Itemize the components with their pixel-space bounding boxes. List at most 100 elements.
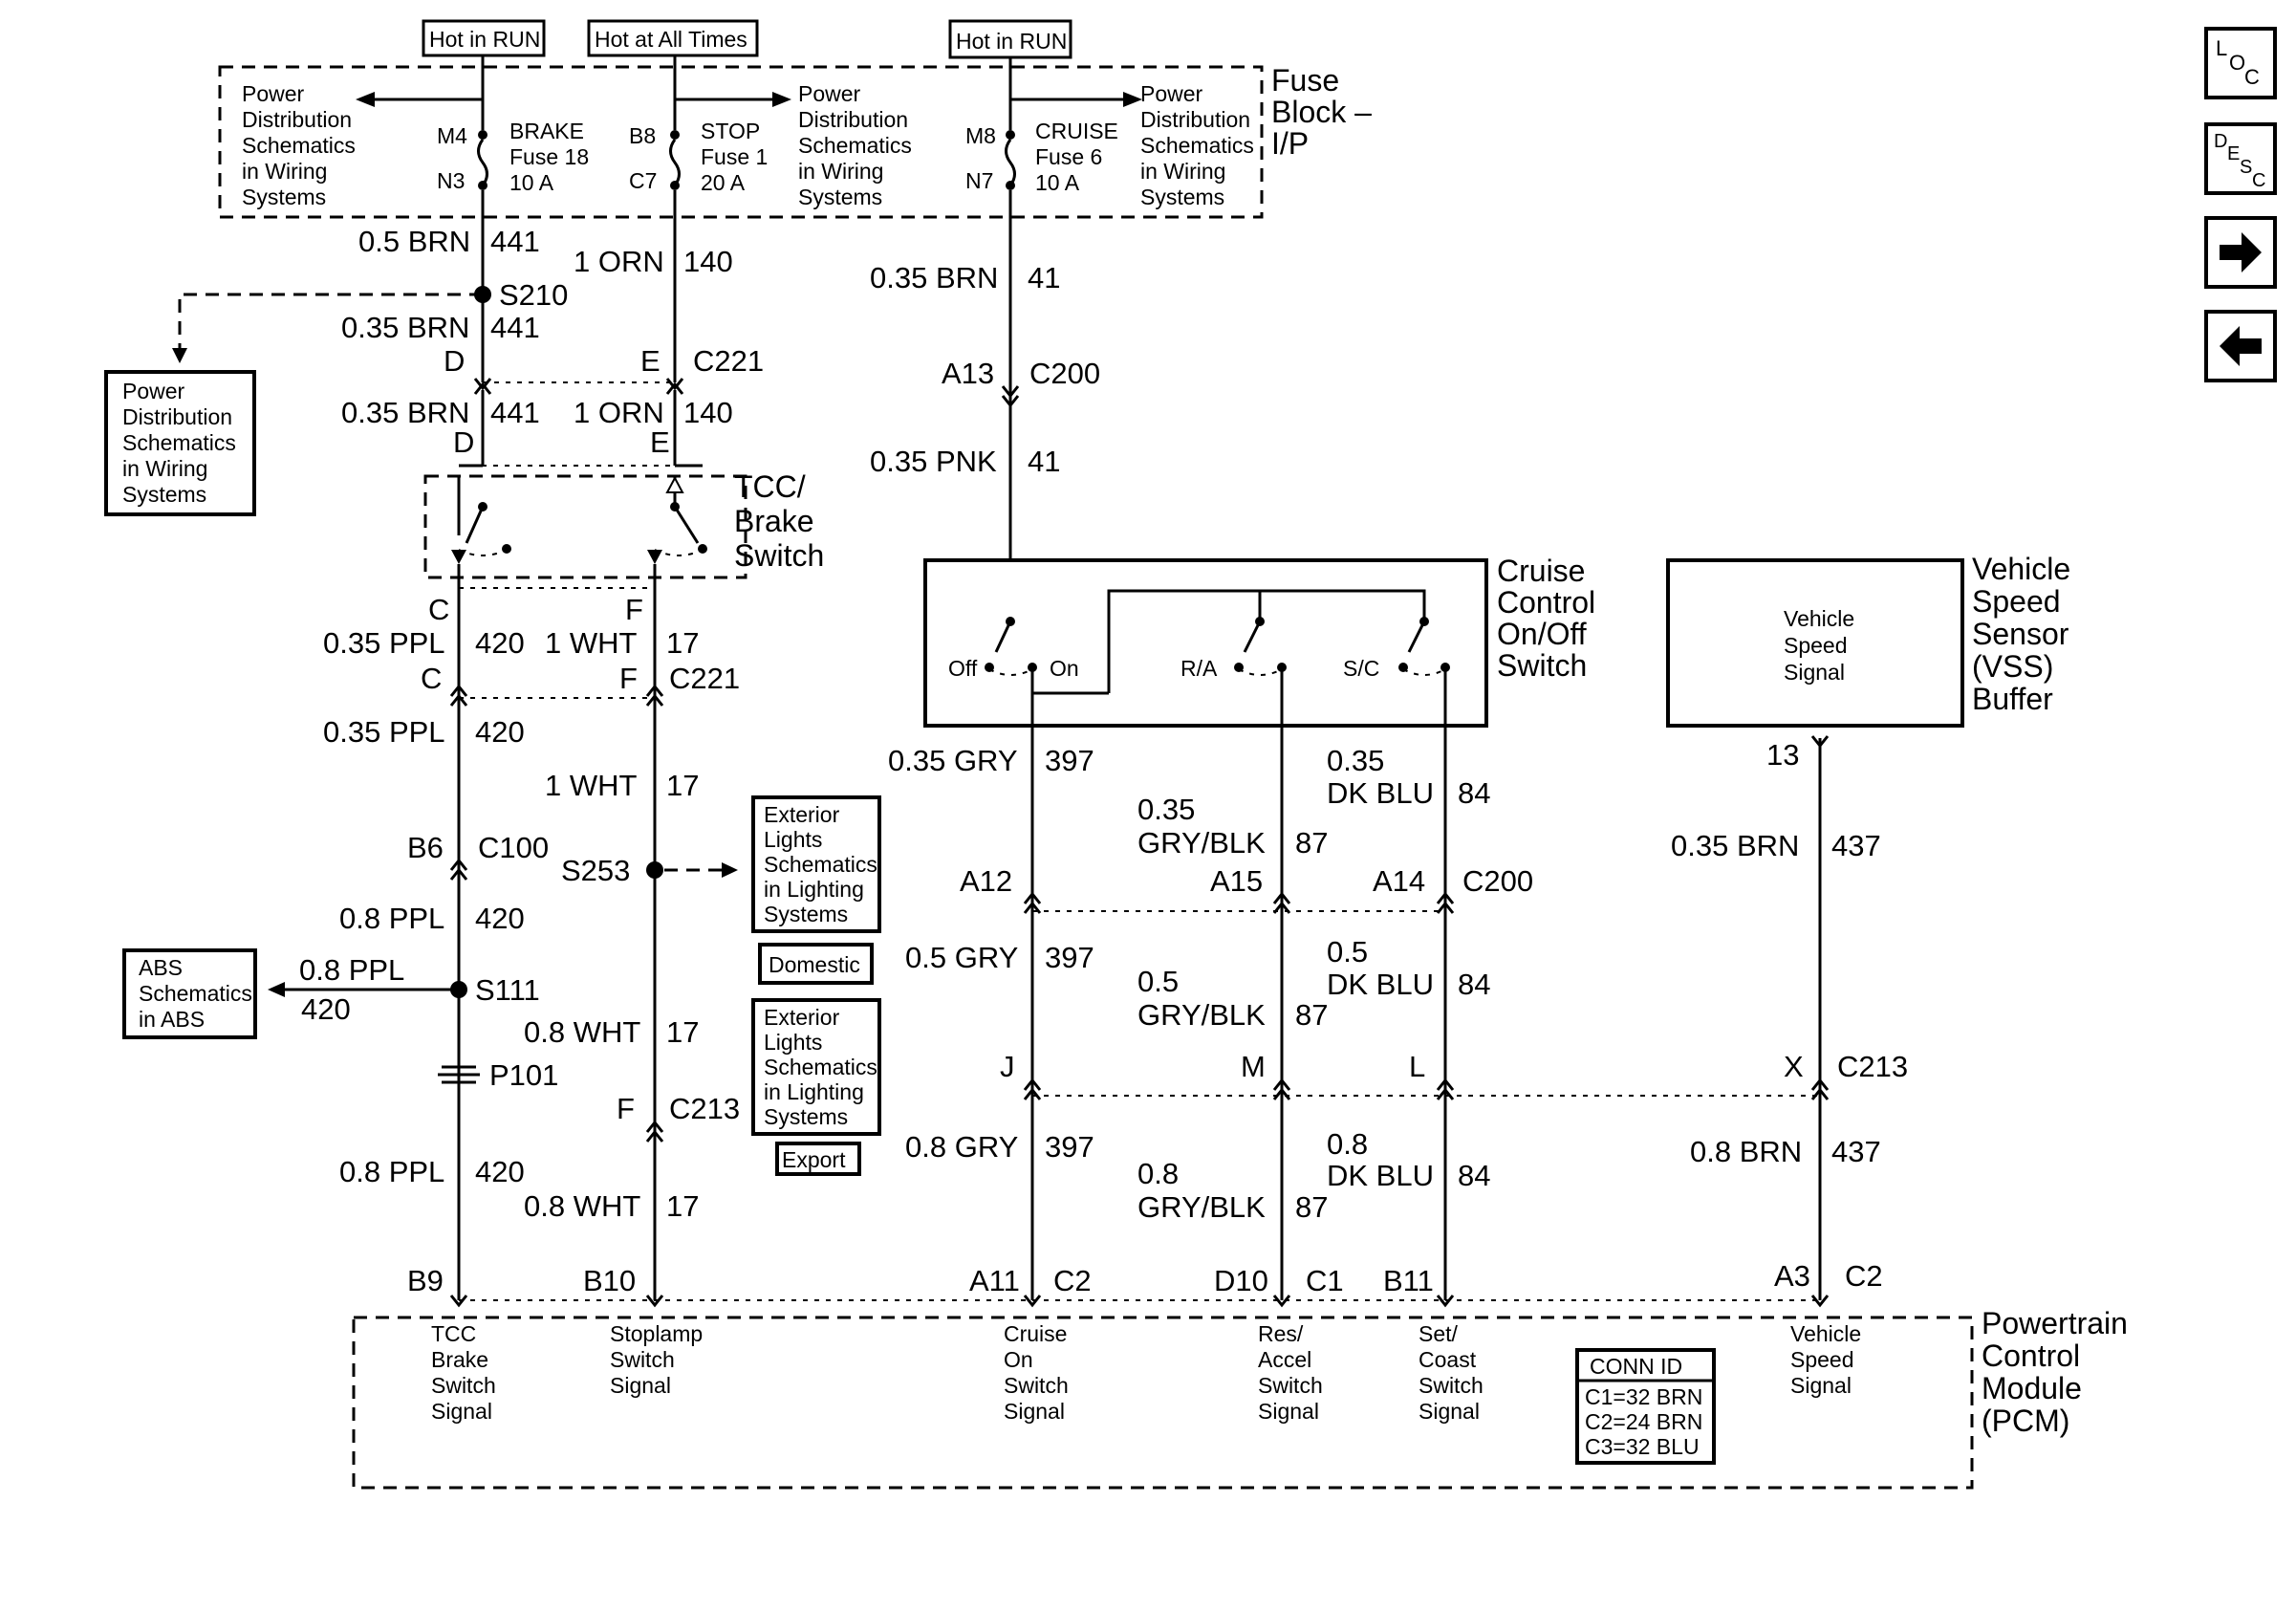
wire-circuit: 87 bbox=[1295, 1190, 1328, 1224]
conn-id-table: CONN ID C1=32 BRN C2=24 BRN C3=32 BLU bbox=[1575, 1348, 1716, 1465]
pin-label: X bbox=[1784, 1050, 1804, 1083]
export-label: Export bbox=[775, 1142, 861, 1176]
fuse-name: 10 A bbox=[509, 170, 554, 195]
hot-label-text: Hot in RUN bbox=[429, 27, 540, 52]
ground-p101: P101 bbox=[438, 1058, 558, 1092]
wire-circuit: 437 bbox=[1831, 829, 1881, 862]
fuse-name: BRAKE bbox=[509, 119, 584, 143]
next-arrow-button[interactable] bbox=[2204, 216, 2277, 289]
signal-line: Stoplamp bbox=[610, 1321, 703, 1346]
wire-color: 0.35 GRY bbox=[888, 744, 1018, 777]
fuse-name: 20 A bbox=[701, 170, 746, 195]
fuse-pds-ref-2[interactable]: Power Distribution Schematics in Wiring … bbox=[798, 81, 912, 209]
connector-label: C221 bbox=[693, 344, 764, 378]
vss-signal-line: Signal bbox=[1784, 660, 1845, 685]
pds-ref-box[interactable]: Power Distribution Schematics in Wiring … bbox=[104, 370, 256, 516]
fuse-pds-ref-1[interactable]: Power Distribution Schematics in Wiring … bbox=[242, 81, 356, 209]
wire-color: 1 ORN bbox=[574, 245, 664, 278]
splice-label: P101 bbox=[489, 1058, 558, 1092]
desc-button[interactable]: D E S C bbox=[2204, 122, 2277, 195]
wire-circuit: 87 bbox=[1295, 826, 1328, 860]
wire-color: 0.8 bbox=[1327, 1127, 1368, 1161]
loc-button[interactable]: L O C bbox=[2204, 27, 2277, 99]
pcm-signal-res-accel: Res/ Accel Switch Signal bbox=[1258, 1321, 1323, 1424]
abs-ref-box[interactable]: ABS Schematics in ABS bbox=[122, 948, 257, 1039]
nav-letter: S bbox=[2240, 157, 2252, 178]
ext-lights-ref-export[interactable]: Exterior Lights Schematics in Lighting S… bbox=[751, 998, 881, 1136]
connector-label: C2 bbox=[1053, 1264, 1092, 1297]
pin-label: L bbox=[1409, 1050, 1425, 1083]
wire-color: 0.35 bbox=[1137, 793, 1195, 826]
wire-circuit: 441 bbox=[490, 225, 540, 258]
connector-label: C213 bbox=[1837, 1050, 1908, 1083]
ref-line: Exterior bbox=[764, 1005, 840, 1030]
fuse-pin: B8 bbox=[629, 123, 656, 148]
pin-label: D10 bbox=[1214, 1264, 1268, 1297]
splice-label: S111 bbox=[475, 973, 540, 1007]
ref-line: Distribution bbox=[242, 107, 352, 132]
fuse-pds-ref-3[interactable]: Power Distribution Schematics in Wiring … bbox=[1140, 81, 1254, 209]
signal-line: Coast bbox=[1419, 1347, 1477, 1372]
pin-label: A12 bbox=[960, 864, 1012, 898]
fuse-stop: B8 C7 STOP Fuse 1 20 A bbox=[629, 119, 768, 195]
switch-position: Off bbox=[948, 656, 978, 681]
ref-line: Power bbox=[1140, 81, 1203, 106]
pin-label: B9 bbox=[407, 1264, 444, 1297]
wire-color: 0.8 PPL bbox=[299, 953, 404, 987]
ref-line: in Lighting bbox=[764, 877, 864, 902]
pcm-signal-vss: Vehicle Speed Signal bbox=[1790, 1321, 1861, 1398]
wire-color: 0.35 BRN bbox=[1671, 829, 1799, 862]
ref-line: in ABS bbox=[139, 1007, 205, 1032]
pin-label: A14 bbox=[1373, 864, 1425, 898]
component-title: Speed bbox=[1972, 584, 2061, 619]
wire-circuit: 441 bbox=[490, 396, 540, 429]
connector-label: C2 bbox=[1845, 1259, 1883, 1293]
ref-line: Distribution bbox=[1140, 107, 1250, 132]
wire-color: GRY/BLK bbox=[1137, 998, 1266, 1032]
signal-line: Set/ bbox=[1419, 1321, 1459, 1346]
ext-lights-ref-domestic[interactable]: Exterior Lights Schematics in Lighting S… bbox=[751, 795, 881, 933]
wire-circuit: 441 bbox=[490, 311, 540, 344]
wire-color: GRY/BLK bbox=[1137, 826, 1266, 860]
connector-label: C213 bbox=[669, 1092, 740, 1125]
wire-circuit: 17 bbox=[666, 1015, 699, 1049]
wire-circuit: 397 bbox=[1045, 941, 1094, 974]
pin-label: F bbox=[617, 1092, 635, 1125]
pin-label: E bbox=[650, 425, 670, 459]
prev-arrow-button[interactable] bbox=[2204, 310, 2277, 382]
pin-label: B6 bbox=[407, 831, 444, 864]
vss-signal-line: Vehicle bbox=[1784, 606, 1854, 631]
ref-line: Domestic bbox=[769, 952, 860, 977]
component-title: Brake bbox=[734, 504, 814, 538]
wire-circuit: 84 bbox=[1458, 968, 1490, 1001]
pin-label: E bbox=[640, 344, 661, 378]
fuse-pin: C7 bbox=[629, 168, 657, 193]
pcm-module: Powertrain Control Module (PCM) bbox=[352, 1306, 2128, 1490]
splice-label: S253 bbox=[561, 854, 630, 887]
ref-line: Schematics bbox=[798, 133, 912, 158]
conn-id-title: CONN ID bbox=[1590, 1354, 1682, 1379]
pin-label: F bbox=[625, 593, 643, 626]
signal-line: Switch bbox=[1419, 1373, 1484, 1398]
wire-circuit: 397 bbox=[1045, 1130, 1094, 1164]
fuse-cruise: M8 N7 CRUISE Fuse 6 10 A bbox=[965, 119, 1118, 195]
nav-letter: O bbox=[2229, 51, 2245, 75]
ref-line: in Wiring bbox=[798, 159, 883, 184]
wire-circuit: 17 bbox=[666, 769, 699, 802]
component-title: Module bbox=[1982, 1371, 2082, 1405]
ref-line: Systems bbox=[764, 902, 848, 926]
wire-circuit: 420 bbox=[475, 626, 525, 660]
wire-color: 0.8 PPL bbox=[339, 1155, 444, 1188]
conn-id-row: C3=32 BLU bbox=[1585, 1434, 1700, 1459]
switch-position: R/A bbox=[1180, 656, 1218, 681]
conn-id-row: C2=24 BRN bbox=[1585, 1409, 1702, 1434]
hot-label-2: Hot at All Times bbox=[587, 19, 759, 57]
component-title: Switch bbox=[734, 538, 824, 573]
pcm-signal-cruise-on: Cruise On Switch Signal bbox=[1004, 1321, 1069, 1424]
vss-signal-line: Speed bbox=[1784, 633, 1848, 658]
pin-label: 13 bbox=[1766, 738, 1799, 772]
signal-line: Switch bbox=[431, 1373, 496, 1398]
nav-letter: C bbox=[2244, 65, 2260, 89]
ref-line: Export bbox=[782, 1147, 846, 1172]
wire-color: 1 WHT bbox=[545, 769, 638, 802]
